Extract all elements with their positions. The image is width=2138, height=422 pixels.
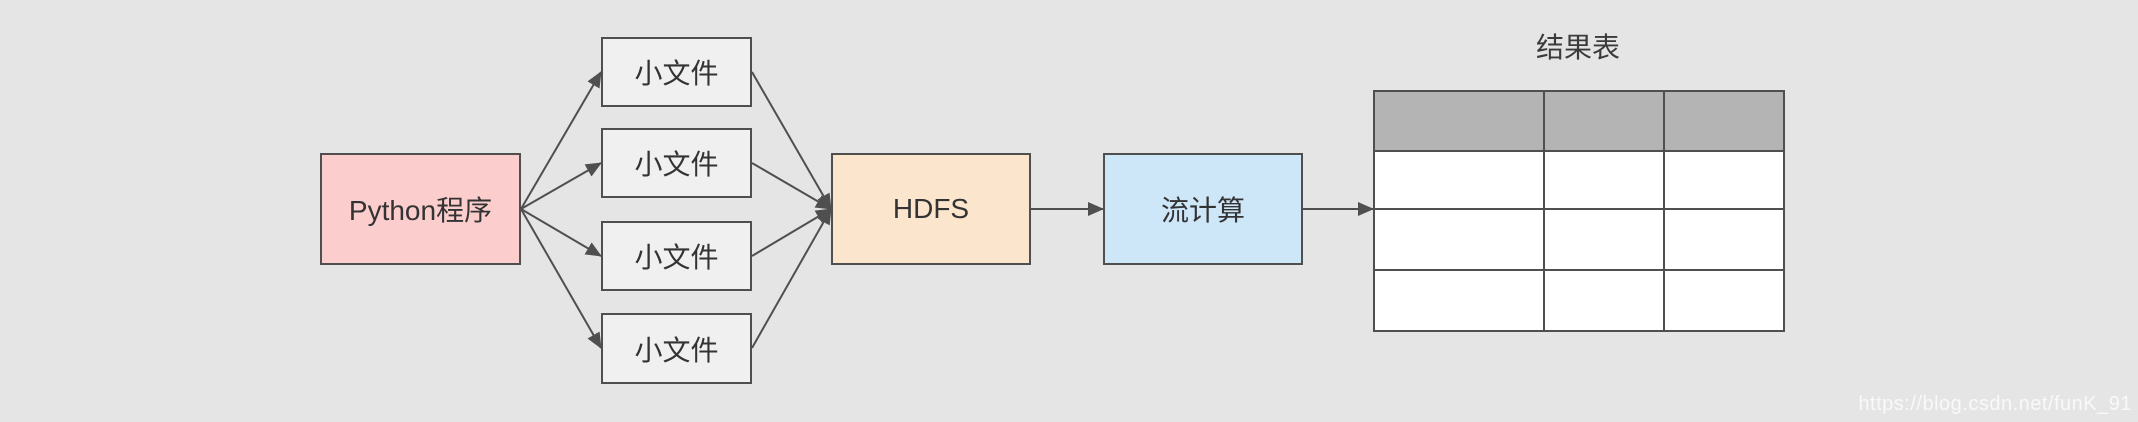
edge-small-file-4-to-hdfs (751, 208, 832, 349)
result-table-cell-r1-c2 (1664, 151, 1784, 209)
node-label-small-file-4: 小文件 (634, 334, 719, 366)
result-table-cell-r3-c2 (1664, 270, 1784, 331)
node-label-small-file-1: 小文件 (634, 58, 719, 89)
edge-python-program-to-small-file-3 (520, 208, 602, 257)
result-table-cell-r2-c0 (1374, 209, 1544, 270)
edge-python-program-to-small-file-2 (520, 162, 602, 210)
node-small-file-3: 小文件 (601, 221, 752, 291)
edge-python-program-to-small-file-4 (520, 208, 602, 349)
result-table-cell-r2-c1 (1544, 209, 1664, 270)
node-label-stream-computing: 流计算 (1160, 195, 1245, 226)
edge-python-program-to-small-file-1 (520, 71, 602, 210)
node-stream-computing: 流计算 (1103, 153, 1303, 265)
result-table (1373, 90, 1785, 332)
edge-small-file-3-to-hdfs (751, 208, 832, 257)
node-label-python-program: Python程序 (348, 195, 493, 226)
node-hdfs: HDFS (831, 153, 1031, 265)
result-table-title: 结果表 (1535, 32, 1620, 63)
node-label-small-file-3: 小文件 (634, 242, 719, 273)
node-label-small-file-2: 小文件 (634, 149, 719, 180)
result-table-cell-r3-c0 (1374, 270, 1544, 331)
edge-small-file-1-to-hdfs (751, 71, 832, 210)
node-label-hdfs: HDFS (892, 193, 970, 224)
node-small-file-2: 小文件 (601, 128, 752, 198)
result-table-header-cell-r0-c2 (1664, 91, 1784, 151)
result-table-cell-r3-c1 (1544, 270, 1664, 331)
result-table-cell-r1-c1 (1544, 151, 1664, 209)
node-small-file-4: 小文件 (601, 313, 752, 384)
result-table-header-cell-r0-c0 (1374, 91, 1544, 151)
result-table-header-cell-r0-c1 (1544, 91, 1664, 151)
edge-small-file-2-to-hdfs (751, 162, 832, 210)
node-small-file-1: 小文件 (601, 37, 752, 107)
node-python-program: Python程序 (320, 153, 521, 265)
result-table-cell-r2-c2 (1664, 209, 1784, 270)
watermark-text: https://blog.csdn.net/funK_91 (1858, 393, 2132, 415)
result-table-cell-r1-c0 (1374, 151, 1544, 209)
